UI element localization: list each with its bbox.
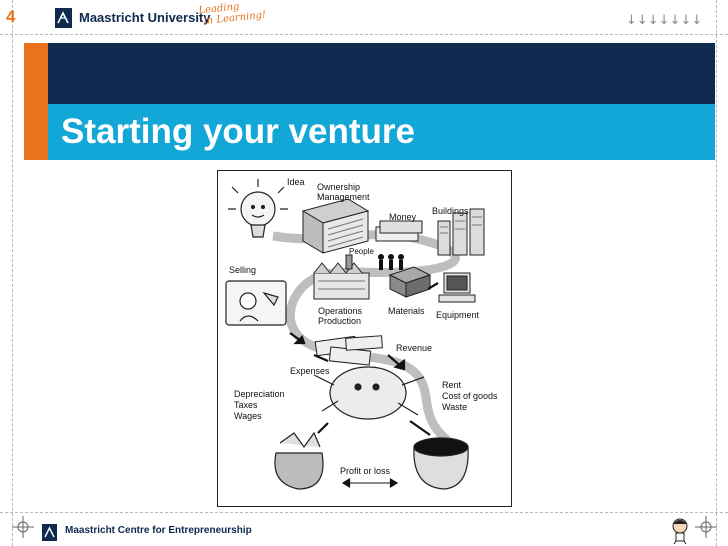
- university-tagline: Leading in Learning!: [198, 0, 267, 27]
- label-idea: Idea: [287, 177, 305, 187]
- money-bag-icon: [314, 367, 424, 419]
- footer-text: Maastricht Centre for Entrepreneurship: [65, 525, 252, 536]
- label-people: People: [349, 247, 374, 257]
- university-name: Maastricht University: [79, 10, 211, 25]
- label-wages: Wages: [234, 411, 262, 421]
- illustration-drawing: [218, 171, 511, 506]
- title-bar-dark: [48, 43, 715, 104]
- label-money: Money: [389, 212, 416, 222]
- slide-number: 4: [6, 7, 15, 27]
- money-icon: [376, 221, 422, 241]
- mascot-icon: [670, 518, 690, 544]
- guide-line-left: [12, 0, 13, 546]
- label-waste: Waste: [442, 402, 467, 412]
- label-expenses: Expenses: [290, 366, 330, 376]
- label-rent: Rent: [442, 380, 461, 390]
- business-cycle-illustration: Idea Ownership Management Money Building…: [217, 170, 512, 507]
- university-logo-icon: [55, 8, 72, 28]
- registration-mark-icon: [695, 516, 717, 538]
- factory-icon: [314, 255, 369, 299]
- slide-title: Starting your venture: [61, 110, 415, 154]
- label-taxes: Taxes: [234, 400, 258, 410]
- label-production: Production: [318, 316, 361, 326]
- guide-line-top: [0, 34, 728, 35]
- navigation-arrows[interactable]: ↓↓↓↓↓↓↓: [626, 13, 702, 28]
- label-depreciation: Depreciation: [234, 389, 285, 399]
- people-icon: [378, 254, 404, 270]
- lightbulb-icon: [228, 179, 288, 237]
- registration-mark-icon: [12, 516, 34, 538]
- office-building-icon: [303, 199, 368, 253]
- salesperson-icon: [226, 281, 286, 325]
- label-materials: Materials: [388, 306, 425, 316]
- label-profit-or-loss: Profit or loss: [340, 466, 390, 476]
- label-cost-of-goods: Cost of goods: [442, 391, 498, 401]
- label-equipment: Equipment: [436, 310, 479, 320]
- label-ownership: Ownership: [317, 182, 360, 192]
- label-revenue: Revenue: [396, 343, 432, 353]
- label-management: Management: [317, 192, 370, 202]
- guide-line-bottom: [0, 512, 728, 513]
- profit-pot-icon: [414, 438, 468, 489]
- accent-bar: [24, 43, 48, 160]
- expenses-bag-icon: [275, 433, 323, 489]
- footer-logo-icon: [42, 524, 57, 541]
- computer-icon: [439, 273, 475, 302]
- label-buildings: Buildings: [432, 206, 469, 216]
- label-selling: Selling: [229, 265, 256, 275]
- label-operations: Operations: [318, 306, 362, 316]
- guide-line-right: [716, 0, 717, 546]
